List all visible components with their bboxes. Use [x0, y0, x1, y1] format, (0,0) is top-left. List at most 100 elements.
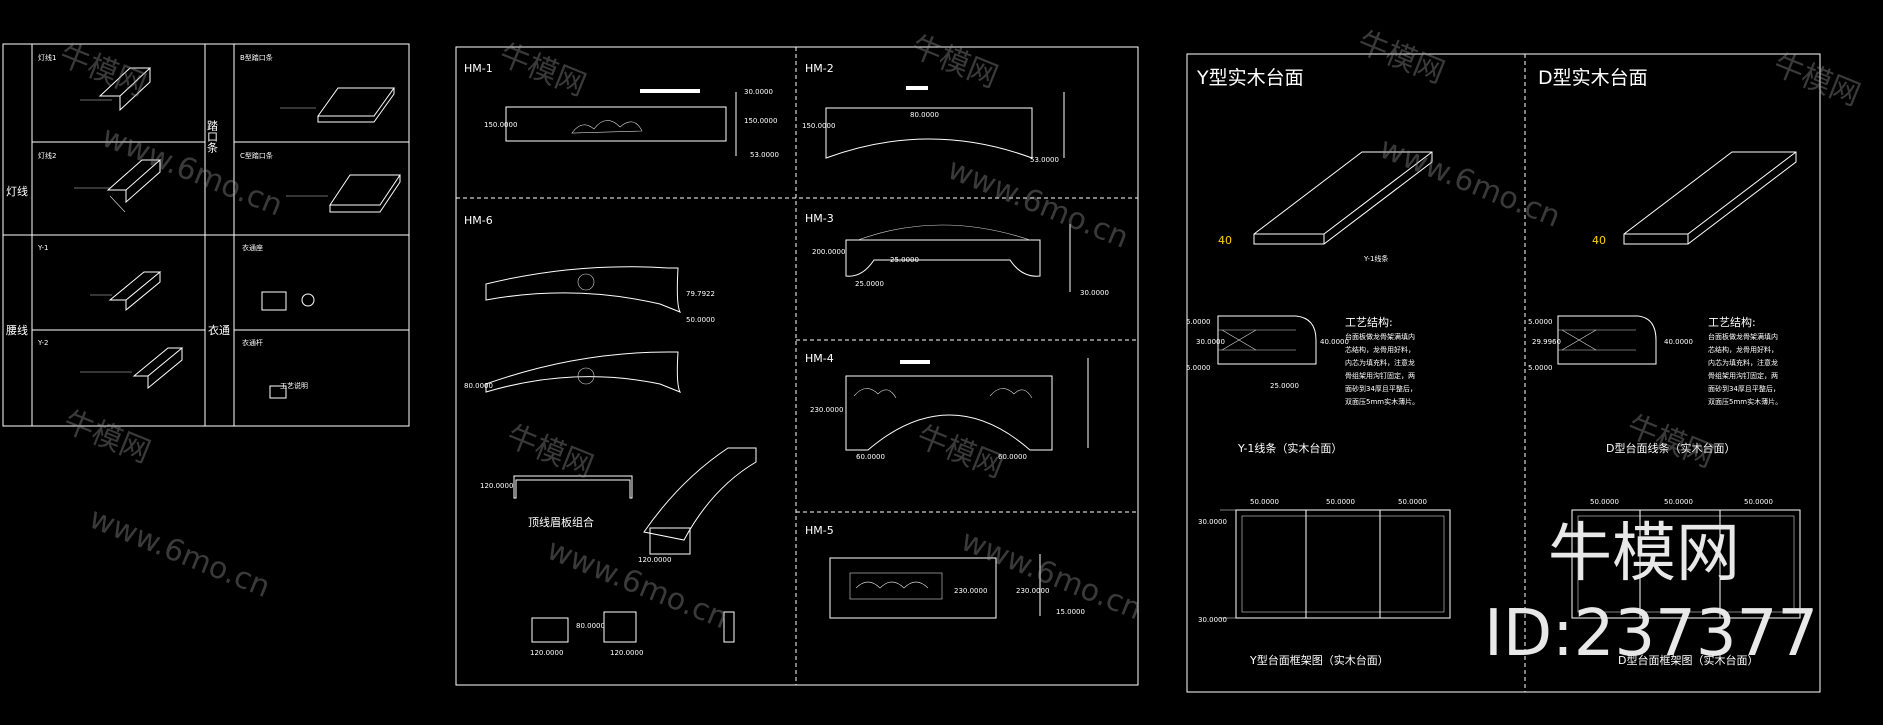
row-label-waist-line: 腰线	[6, 323, 28, 337]
svg-text:80.0000: 80.0000	[464, 382, 493, 390]
tabletop-panel: Y型实木台面 D型实木台面 40 Y-1线条 40 5.0000 30.0000…	[1186, 53, 1821, 693]
svg-text:50.0000: 50.0000	[1744, 498, 1773, 506]
col-label-step-strip: 踏口条	[206, 119, 219, 153]
frame-d: 50.0000 50.0000 50.0000	[1571, 498, 1801, 619]
item-c-strip: C型踏口条	[240, 151, 273, 160]
svg-text:150.0000: 150.0000	[484, 121, 517, 129]
svg-text:内芯为填充料，注意龙: 内芯为填充料，注意龙	[1345, 358, 1415, 367]
item-lamp2: 灯线2	[38, 151, 56, 160]
drawing-hm2: 150.0000 80.0000 53.0000	[802, 86, 1065, 164]
combo-caption: 顶线眉板组合	[528, 515, 594, 529]
d-frame-caption: D型台面框架图（实木台面）	[1618, 653, 1758, 667]
svg-text:40.0000: 40.0000	[1320, 338, 1349, 346]
svg-text:芯结构，龙骨用好料，: 芯结构，龙骨用好料，	[1345, 345, 1415, 354]
sketch-c-strip	[286, 174, 401, 213]
svg-text:50.0000: 50.0000	[1326, 498, 1355, 506]
slab-y: 40 Y-1线条	[1218, 151, 1433, 263]
y1-section-caption: Y-1线条（实木台面）	[1237, 441, 1342, 455]
svg-text:79.7922: 79.7922	[686, 290, 715, 298]
svg-text:www.6mo.cn: www.6mo.cn	[84, 501, 275, 605]
watermark-site: www.6mo.cn	[97, 119, 288, 223]
svg-text:牛模网: 牛模网	[502, 419, 599, 485]
frame-y: 50.0000 50.0000 50.0000 30.0000 30.0000	[1198, 498, 1451, 624]
drawing-hm1: 150.0000 30.0000 150.0000 53.0000	[484, 88, 779, 159]
svg-text:面砂到34厚且平整后，: 面砂到34厚且平整后，	[1345, 384, 1417, 393]
sketch-y1	[90, 271, 162, 312]
svg-text:230.0000: 230.0000	[954, 587, 987, 595]
svg-text:30.0000: 30.0000	[1198, 616, 1227, 624]
sketch-y2	[80, 347, 184, 390]
svg-text:50.0000: 50.0000	[1590, 498, 1619, 506]
item-y1: Y-1	[37, 244, 48, 252]
drawing-hm6: 79.7922 50.0000 80.0000 顶线眉板组合 120.0000 …	[464, 266, 757, 657]
svg-text:53.0000: 53.0000	[750, 151, 779, 159]
svg-text:双面压5mm实木薄片。: 双面压5mm实木薄片。	[1708, 397, 1782, 406]
svg-text:面砂到34厚且平整后，: 面砂到34厚且平整后，	[1708, 384, 1780, 393]
svg-text:台面板做龙骨架满填内: 台面板做龙骨架满填内	[1345, 332, 1415, 341]
svg-text:工艺结构:: 工艺结构:	[1708, 315, 1756, 329]
item-rod-seat: 衣通座	[242, 243, 263, 252]
y-frame-caption: Y型台面框架图（实木台面）	[1249, 653, 1389, 667]
svg-text:牛模网: 牛模网	[1622, 409, 1719, 475]
label-hm6: HM-6	[464, 214, 493, 227]
drawing-hm3: 200.0000 25.0000 25.0000 30.0000	[812, 224, 1109, 297]
section-d: 5.0000 29.9960 5.0000 40.0000	[1528, 315, 1693, 372]
svg-text:5.0000: 5.0000	[1186, 318, 1211, 326]
svg-text:内芯为填充料，注意龙: 内芯为填充料，注意龙	[1708, 358, 1778, 367]
hm-panel: HM-1 HM-2 HM-3 HM-4 HM-5 HM-6 150.0000 3…	[455, 46, 1139, 686]
svg-text:50.0000: 50.0000	[1250, 498, 1279, 506]
process-notes-y: 工艺结构: 台面板做龙骨架满填内 芯结构，龙骨用好料， 内芯为填充料，注意龙 骨…	[1345, 315, 1419, 406]
svg-text:80.0000: 80.0000	[910, 111, 939, 119]
sketch-b-strip	[280, 87, 395, 123]
svg-text:80.0000: 80.0000	[576, 622, 605, 630]
label-hm4: HM-4	[805, 352, 834, 365]
svg-text:5.0000: 5.0000	[1528, 318, 1553, 326]
svg-text:120.0000: 120.0000	[530, 649, 563, 657]
thickness-y: 40	[1218, 234, 1232, 247]
svg-text:www.6mo.cn: www.6mo.cn	[956, 523, 1147, 627]
svg-text:30.0000: 30.0000	[1196, 338, 1225, 346]
title-d-tabletop: D型实木台面	[1538, 67, 1648, 89]
label-hm5: HM-5	[805, 524, 834, 537]
sketch-lamp1	[80, 67, 152, 112]
label-hm3: HM-3	[805, 212, 834, 225]
watermark-id: ID:237377	[1484, 597, 1818, 671]
svg-text:芯结构，龙骨用好料，: 芯结构，龙骨用好料，	[1708, 345, 1778, 354]
sketch-rod	[269, 385, 287, 399]
watermark-layer: 牛模网 www.6mo.cn 牛模网 www.6mo.cn 牛模网 牛模网 ww…	[54, 25, 1865, 671]
svg-text:30.0000: 30.0000	[1080, 289, 1109, 297]
svg-text:30.0000: 30.0000	[1198, 518, 1227, 526]
svg-text:230.0000: 230.0000	[1016, 587, 1049, 595]
y1-caption: Y-1线条	[1363, 254, 1388, 263]
drawing-hm5: 230.0000 230.0000 15.0000	[829, 554, 1085, 619]
svg-text:200.0000: 200.0000	[812, 248, 845, 256]
svg-text:29.9960: 29.9960	[1532, 338, 1561, 346]
col-label-wardrobe: 衣通	[208, 323, 230, 337]
svg-text:120.0000: 120.0000	[638, 556, 671, 564]
svg-text:40.0000: 40.0000	[1664, 338, 1693, 346]
svg-text:牛模网: 牛模网	[59, 404, 156, 470]
svg-text:25.0000: 25.0000	[890, 256, 919, 264]
d-section-caption: D型台面线条（实木台面）	[1606, 441, 1735, 455]
svg-text:5.0000: 5.0000	[1528, 364, 1553, 372]
section-y: 5.0000 30.0000 5.0000 40.0000 25.0000	[1186, 315, 1349, 390]
svg-text:骨组架用沟钉固定，两: 骨组架用沟钉固定，两	[1345, 371, 1415, 380]
watermark-brand-large: 牛模网	[1548, 517, 1740, 591]
svg-text:工艺结构:: 工艺结构:	[1345, 315, 1393, 329]
svg-text:30.0000: 30.0000	[744, 88, 773, 96]
slab-d: 40	[1592, 151, 1797, 247]
svg-text:50.0000: 50.0000	[686, 316, 715, 324]
svg-text:230.0000: 230.0000	[810, 406, 843, 414]
svg-text:牛模网: 牛模网	[906, 29, 1003, 95]
svg-text:双面压5mm实木薄片。: 双面压5mm实木薄片。	[1345, 397, 1419, 406]
svg-text:120.0000: 120.0000	[480, 482, 513, 490]
title-y-tabletop: Y型实木台面	[1196, 67, 1304, 89]
thickness-d: 40	[1592, 234, 1606, 247]
process-notes-d: 工艺结构: 台面板做龙骨架满填内 芯结构，龙骨用好料， 内芯为填充料，注意龙 骨…	[1708, 315, 1782, 406]
left-table: 灯线 腰线 踏口条 衣通 灯线1 灯线2 Y-1 Y-2 B型踏口条 C型踏口条…	[2, 43, 410, 427]
note: 工艺说明	[280, 381, 308, 390]
svg-text:50.0000: 50.0000	[1398, 498, 1427, 506]
svg-text:牛模网: 牛模网	[1768, 47, 1865, 113]
svg-text:150.0000: 150.0000	[802, 122, 835, 130]
